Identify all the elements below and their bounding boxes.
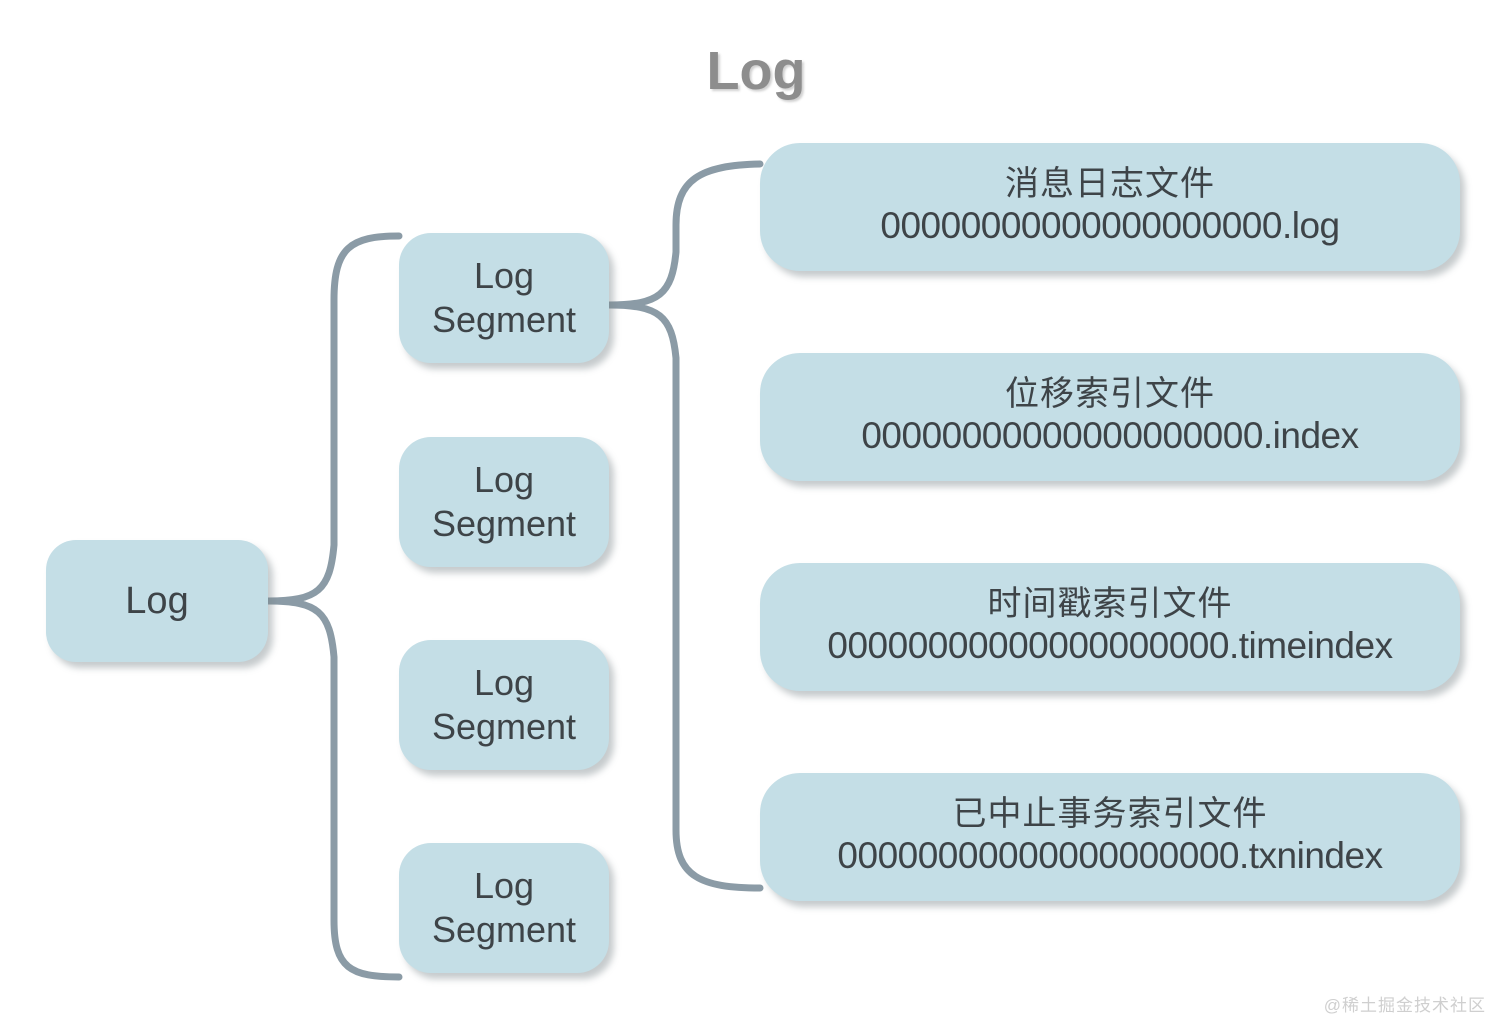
- node-file-log-filename: 00000000000000000000.log: [880, 205, 1340, 247]
- node-log-segment-1[interactable]: Log Segment: [399, 233, 609, 363]
- node-log-segment-1-line1: Log: [473, 255, 535, 297]
- node-log-segment-4-line2: Segment: [431, 909, 577, 950]
- link-log-to-segments-lower: [264, 597, 403, 981]
- node-file-txnindex-title: 已中止事务索引文件: [952, 795, 1268, 834]
- node-log-segment-4-line1: Log: [473, 865, 535, 907]
- node-log-segment-1-line2: Segment: [431, 299, 577, 340]
- node-log-root[interactable]: Log: [46, 540, 268, 662]
- node-file-timeindex-filename: 00000000000000000000.timeindex: [827, 625, 1393, 667]
- link-segment-to-files-upper: [605, 160, 764, 309]
- node-file-timeindex[interactable]: 时间戳索引文件 00000000000000000000.timeindex: [760, 563, 1460, 691]
- node-file-index[interactable]: 位移索引文件 00000000000000000000.index: [760, 353, 1460, 481]
- node-log-segment-4[interactable]: Log Segment: [399, 843, 609, 973]
- node-log-segment-2[interactable]: Log Segment: [399, 437, 609, 567]
- node-log-segment-3-line2: Segment: [431, 706, 577, 747]
- node-file-timeindex-title: 时间戳索引文件: [987, 585, 1233, 624]
- node-file-log[interactable]: 消息日志文件 00000000000000000000.log: [760, 143, 1460, 271]
- page-title: Log: [706, 41, 806, 101]
- link-log-to-segments-upper: [264, 232, 403, 605]
- node-file-txnindex[interactable]: 已中止事务索引文件 00000000000000000000.txnindex: [760, 773, 1460, 901]
- watermark: @稀土掘金技术社区: [1323, 996, 1486, 1015]
- node-log-segment-2-line2: Segment: [431, 503, 577, 544]
- node-log-segment-2-line1: Log: [473, 459, 535, 501]
- node-log-root-label: Log: [125, 579, 189, 622]
- node-file-index-title: 位移索引文件: [1005, 375, 1215, 414]
- node-file-log-title: 消息日志文件: [1005, 165, 1215, 204]
- node-file-txnindex-filename: 00000000000000000000.txnindex: [837, 835, 1383, 877]
- node-file-index-filename: 00000000000000000000.index: [861, 415, 1359, 457]
- node-log-segment-3-line1: Log: [473, 662, 535, 704]
- node-log-segment-3[interactable]: Log Segment: [399, 640, 609, 770]
- link-segment-to-files-lower: [605, 301, 764, 892]
